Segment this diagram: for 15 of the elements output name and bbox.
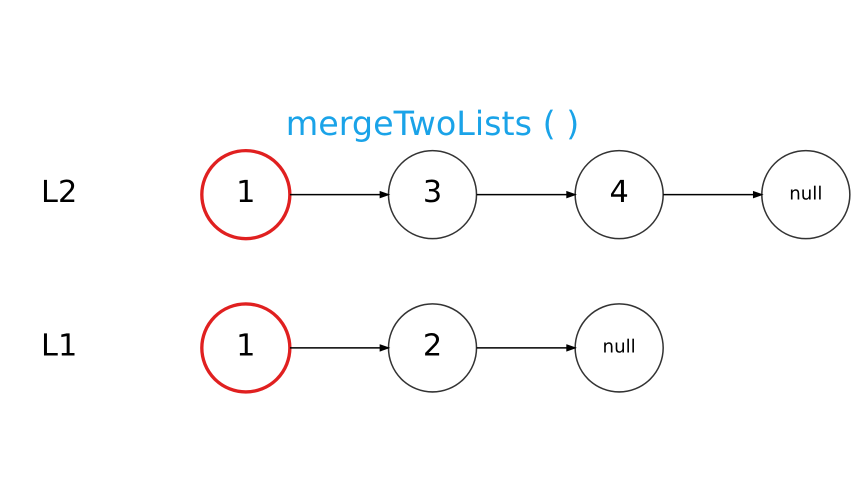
node-circle: 1 bbox=[200, 302, 292, 394]
arrow bbox=[476, 344, 577, 352]
label: L2 bbox=[41, 175, 78, 210]
node-circle: null bbox=[761, 150, 851, 240]
arrow bbox=[290, 190, 390, 198]
node-circle: 4 bbox=[574, 150, 664, 240]
diagram-title: mergeTwoLists ( ) bbox=[286, 104, 580, 143]
node-circle: 3 bbox=[388, 150, 478, 240]
arrow bbox=[663, 190, 764, 198]
arrow bbox=[290, 344, 390, 352]
label: L1 bbox=[41, 328, 78, 364]
arrow bbox=[476, 190, 577, 198]
node-circle: 2 bbox=[388, 303, 478, 393]
node-circle: null bbox=[574, 303, 664, 393]
node-circle: 1 bbox=[200, 148, 292, 240]
